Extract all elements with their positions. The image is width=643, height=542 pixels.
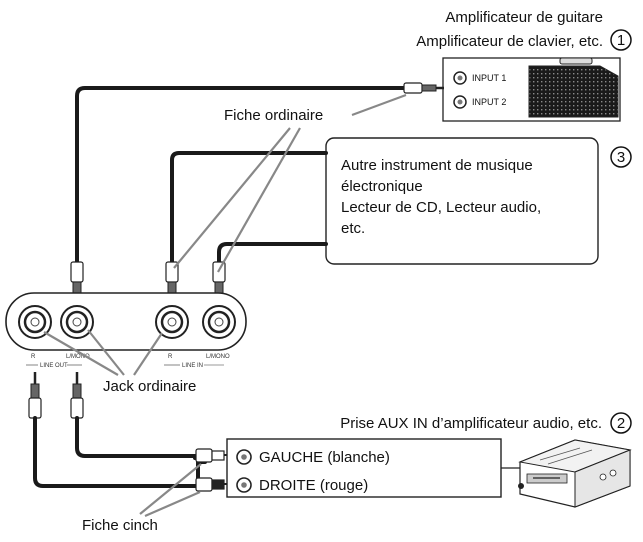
amp-number: 1 — [617, 32, 625, 49]
instrument-box — [325, 137, 599, 265]
jack-line-in-l — [202, 305, 236, 339]
amp-number-badge: 1 — [610, 29, 632, 51]
label-in-r: R — [168, 354, 173, 360]
rca-plug-red — [195, 477, 232, 492]
amp-handle — [559, 57, 593, 65]
rca-pointers — [139, 463, 202, 518]
instrument-line3: Lecteur de CD, Lecteur audio, — [341, 199, 541, 216]
label-in-group: LINE IN — [182, 363, 203, 369]
rca-plug-white — [195, 448, 232, 463]
instrument-line4: etc. — [341, 220, 365, 237]
aux-number-badge: 2 — [610, 412, 632, 434]
jack-label: Jack ordinaire — [103, 378, 196, 395]
amp-input1-jack — [453, 71, 467, 85]
amplifier-device: INPUT 1 INPUT 2 — [442, 57, 621, 122]
cable-instrument-l — [217, 242, 328, 266]
label-in-l: L/MONO — [206, 354, 230, 360]
cable-aux-right — [33, 416, 207, 488]
jack-line-out-l — [60, 305, 94, 339]
plug-amp — [403, 82, 444, 94]
keyboard-jack-panel: R L/MONO LINE OUT R L/MONO LINE IN — [5, 292, 247, 369]
amp-input2-label: INPUT 2 — [472, 97, 506, 107]
aux-left-jack — [236, 449, 252, 465]
audio-amplifier-device — [501, 439, 632, 508]
instrument-number: 3 — [617, 149, 625, 166]
instrument-group: Autre instrument de musique électronique… — [325, 137, 632, 265]
amp-input2-jack — [453, 95, 467, 109]
amp-input1-label: INPUT 1 — [472, 73, 506, 83]
panel-body — [5, 292, 247, 351]
label-out-r: R — [31, 354, 36, 360]
aux-left-label: GAUCHE (blanche) — [259, 449, 390, 466]
cable-amp — [75, 86, 412, 270]
cables-top — [75, 86, 412, 270]
aux-panel-body — [226, 438, 502, 498]
jack-line-in-r — [155, 305, 189, 339]
plug-pointers — [173, 93, 407, 273]
cables-bottom — [33, 416, 207, 488]
aux-right-jack — [236, 477, 252, 493]
instrument-line1: Autre instrument de musique — [341, 157, 533, 174]
instrument-number-badge: 3 — [610, 146, 632, 168]
rca-label: Fiche cinch — [82, 517, 158, 534]
amp-grille — [528, 65, 619, 118]
aux-right-label: DROITE (rouge) — [259, 477, 368, 494]
cable-aux-left — [75, 416, 207, 460]
label-out-l: L/MONO — [66, 354, 90, 360]
amplifier-group: Amplificateur de guitare Amplificateur d… — [416, 9, 632, 122]
aux-in-panel: GAUCHE (blanche) DROITE (rouge) — [226, 438, 502, 498]
jack-pointers — [43, 329, 163, 376]
plug-label: Fiche ordinaire — [224, 107, 323, 124]
cable-instrument-r — [170, 151, 328, 266]
label-out-group: LINE OUT — [40, 363, 68, 369]
plug-line-out-r-bottom — [28, 372, 42, 419]
plug-line-out-l-bottom — [70, 372, 84, 419]
aux-number: 2 — [617, 415, 625, 432]
jack-line-out-r — [18, 305, 52, 339]
amp-title-line2: Amplificateur de clavier, etc. — [416, 33, 603, 50]
instrument-line2: électronique — [341, 178, 423, 195]
amp-title-line1: Amplificateur de guitare — [445, 9, 603, 26]
aux-title: Prise AUX IN d’amplificateur audio, etc. — [340, 415, 602, 432]
